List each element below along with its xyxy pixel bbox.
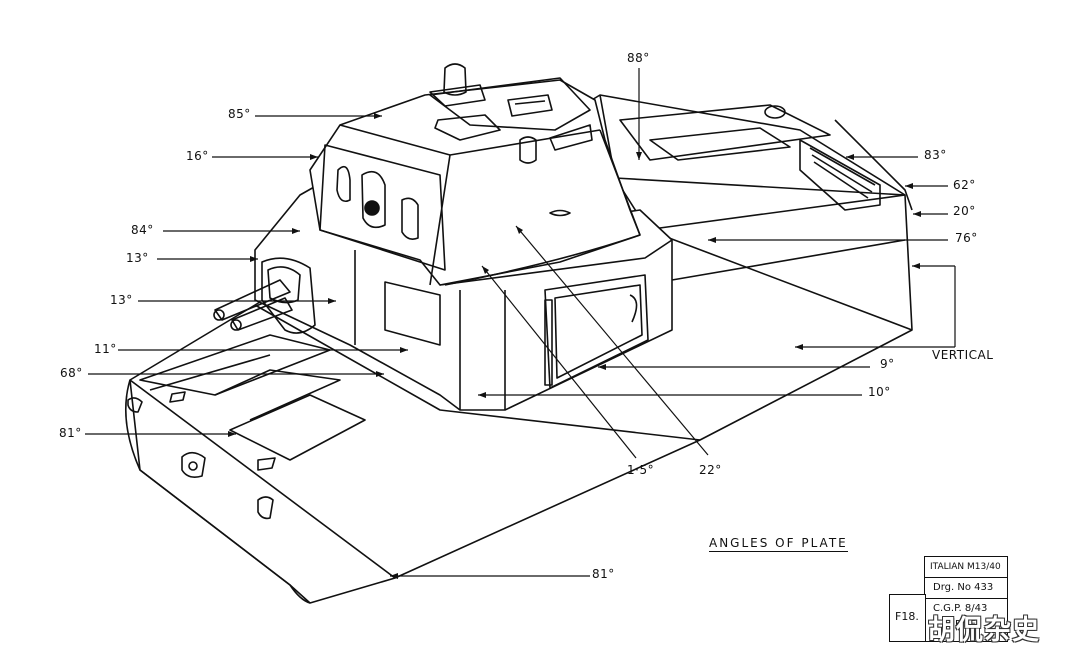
angle-label-81-front: 81° — [59, 426, 82, 440]
angle-label-81-bottom: 81° — [592, 567, 615, 581]
watermark: 胡侃杂史 — [928, 615, 1040, 646]
arrow-heads — [228, 113, 921, 579]
title-block-row-3: C.G.P. 8/43 — [933, 603, 988, 614]
angle-label-62: 62° — [953, 178, 976, 192]
title-block: ITALIAN M13/40 Drg. No 433 C.G.P. 8/43 F… — [924, 556, 1008, 642]
angle-label-13-upper: 13° — [126, 251, 149, 265]
drawing-title: ANGLES OF PLATE — [709, 536, 848, 552]
angle-label-16: 16° — [186, 149, 209, 163]
title-block-row-4: F.T.F. — [955, 619, 978, 630]
angle-label-68: 68° — [60, 366, 83, 380]
angle-label-vertical: VERTICAL — [932, 348, 994, 362]
title-block-row-2: Drg. No 433 — [933, 582, 994, 593]
angle-label-20: 20° — [953, 204, 976, 218]
angle-label-9: 9° — [880, 357, 895, 371]
angle-label-22: 22° — [699, 463, 722, 477]
angle-label-11: 11° — [94, 342, 117, 356]
figure-number: F18. — [895, 610, 919, 623]
angle-label-83: 83° — [924, 148, 947, 162]
turret — [309, 63, 641, 286]
angle-label-10: 10° — [868, 385, 891, 399]
title-block-row-1: ITALIAN M13/40 — [930, 562, 1001, 572]
angle-label-84: 84° — [131, 223, 154, 237]
angle-label-13-lower: 13° — [110, 293, 133, 307]
angle-label-88: 88° — [627, 51, 650, 65]
leader-lines — [85, 68, 956, 577]
angle-label-76: 76° — [955, 231, 978, 245]
angle-label-85: 85° — [228, 107, 251, 121]
figure-number-box: F18. — [889, 594, 926, 642]
angle-label-1-5: 1·5° — [627, 463, 655, 477]
